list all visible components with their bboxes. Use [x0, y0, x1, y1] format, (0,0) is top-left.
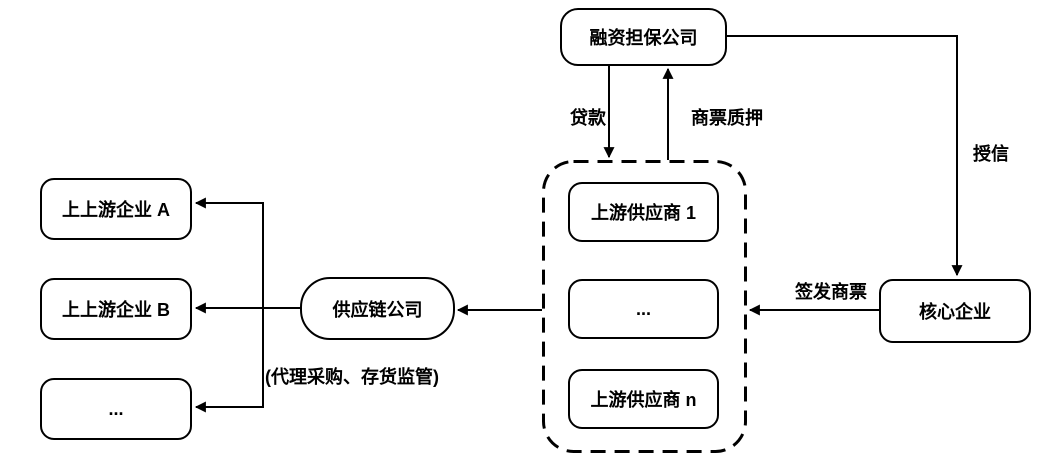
- edge-label-loan: 贷款: [570, 108, 606, 128]
- node-label: 上上游企业 B: [62, 300, 170, 320]
- suppliers-group-dashed-border: [542, 160, 747, 453]
- node-label: 核心企业: [919, 302, 991, 322]
- node-upper-upstream-enterprise-a: 上上游企业 A: [40, 178, 192, 240]
- node-label: 融资担保公司: [589, 28, 698, 48]
- node-financing-guarantee-company: 融资担保公司: [560, 8, 727, 66]
- edge-label-issue-bill: 签发商票: [795, 282, 867, 302]
- node-core-enterprise: 核心企业: [879, 279, 1031, 343]
- node-label: ...: [108, 398, 124, 419]
- node-upper-upstream-enterprise-b: 上上游企业 B: [40, 278, 192, 340]
- node-upper-upstream-enterprise-ellipsis: ...: [40, 378, 192, 440]
- edge-label-bill-pledge: 商票质押: [691, 108, 763, 128]
- node-upstream-supplier-1: 上游供应商 1: [568, 182, 719, 242]
- node-label: 供应链公司: [332, 299, 423, 320]
- node-upstream-supplier-n: 上游供应商 n: [568, 369, 719, 429]
- node-label: 上游供应商 n: [590, 390, 697, 410]
- node-supply-chain-company: 供应链公司: [300, 277, 455, 340]
- edge-label-agency-note: (代理采购、存货监管): [265, 367, 439, 387]
- node-label: 上上游企业 A: [62, 200, 170, 220]
- node-label: ...: [635, 298, 651, 319]
- node-label: 上游供应商 1: [590, 203, 696, 223]
- credit-connector: [727, 35, 963, 277]
- node-upstream-supplier-ellipsis: ...: [568, 279, 719, 339]
- edge-label-credit: 授信: [973, 144, 1009, 164]
